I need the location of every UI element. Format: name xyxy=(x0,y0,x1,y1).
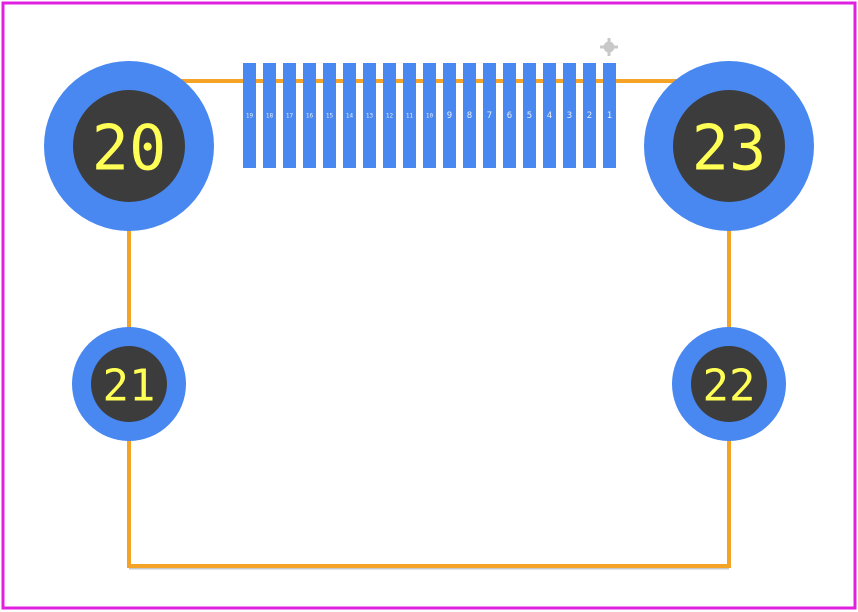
mounting-pad-23: 23 xyxy=(644,61,814,231)
signal-pin-pad xyxy=(363,63,376,168)
signal-pin-pad xyxy=(563,63,576,168)
signal-pin: 12 xyxy=(383,63,396,168)
signal-pin: 17 xyxy=(283,63,296,168)
signal-pin-pad xyxy=(243,63,256,168)
signal-pin: 7 xyxy=(483,63,496,168)
signal-pin-pad xyxy=(503,63,516,168)
signal-pin: 10 xyxy=(423,63,436,168)
signal-pin: 18 xyxy=(263,63,276,168)
signal-pin-number: 8 xyxy=(467,111,472,121)
mounting-pad-number: 21 xyxy=(103,361,156,412)
mounting-pad-drill xyxy=(91,346,167,422)
signal-pin: 14 xyxy=(343,63,356,168)
signal-pin-number: 5 xyxy=(527,111,532,121)
signal-pin-number: 17 xyxy=(286,113,294,120)
signal-pin-pad xyxy=(483,63,496,168)
signal-pin-pad xyxy=(343,63,356,168)
signal-pin-number: 15 xyxy=(326,113,334,120)
mounting-pad-drill xyxy=(673,90,785,202)
mounting-pad-22: 22 xyxy=(672,327,786,441)
signal-pin: 4 xyxy=(543,63,556,168)
mounting-pad-number: 23 xyxy=(692,112,767,185)
signal-pin-number: 16 xyxy=(306,113,314,120)
signal-pin: 15 xyxy=(323,63,336,168)
signal-pin-pad xyxy=(543,63,556,168)
signal-pin-pad xyxy=(523,63,536,168)
signal-pin-number: 6 xyxy=(507,111,512,121)
signal-pin: 13 xyxy=(363,63,376,168)
signal-pin-pad xyxy=(603,63,616,168)
mounting-pad-drill xyxy=(691,346,767,422)
signal-pin-number: 13 xyxy=(366,113,374,120)
signal-pin-number: 10 xyxy=(426,113,434,120)
signal-pin-number: 19 xyxy=(246,113,254,120)
signal-pin: 2 xyxy=(583,63,596,168)
signal-pin-number: 4 xyxy=(547,111,552,121)
signal-pin-pad xyxy=(303,63,316,168)
signal-pin-number: 7 xyxy=(487,111,492,121)
signal-pin-pad xyxy=(463,63,476,168)
origin-crosshair-icon xyxy=(600,38,618,56)
mounting-pad-number: 22 xyxy=(703,361,756,412)
signal-pin-number: 12 xyxy=(386,113,394,120)
signal-pin-pad xyxy=(583,63,596,168)
signal-pin-pad xyxy=(423,63,436,168)
signal-pin-pad xyxy=(403,63,416,168)
signal-pin-number: 18 xyxy=(266,113,274,120)
mounting-pad-number: 20 xyxy=(92,112,167,185)
signal-pin: 11 xyxy=(403,63,416,168)
mounting-pad-drill xyxy=(73,90,185,202)
signal-pin: 5 xyxy=(523,63,536,168)
signal-pin-row: 19 18 17 16 15 14 13 12 11 10 9 8 7 6 5 4 3 2 1 xyxy=(243,63,616,168)
signal-pin-number: 2 xyxy=(587,111,592,121)
signal-pin-number: 14 xyxy=(346,113,354,120)
signal-pin-number: 9 xyxy=(447,111,452,121)
signal-pin: 8 xyxy=(463,63,476,168)
signal-pin: 6 xyxy=(503,63,516,168)
signal-pin-number: 1 xyxy=(607,111,612,121)
signal-pin: 3 xyxy=(563,63,576,168)
signal-pin-pad xyxy=(283,63,296,168)
signal-pin-number: 3 xyxy=(567,111,572,121)
signal-pin-pad xyxy=(263,63,276,168)
signal-pin: 9 xyxy=(443,63,456,168)
signal-pin-pad xyxy=(383,63,396,168)
signal-pin-pad xyxy=(323,63,336,168)
signal-pin: 16 xyxy=(303,63,316,168)
signal-pin: 19 xyxy=(243,63,256,168)
signal-pin-pad xyxy=(443,63,456,168)
mounting-pad-21: 21 xyxy=(72,327,186,441)
mounting-pad-20: 20 xyxy=(44,61,214,231)
signal-pin-number: 11 xyxy=(406,113,414,120)
signal-pin: 1 xyxy=(603,63,616,168)
